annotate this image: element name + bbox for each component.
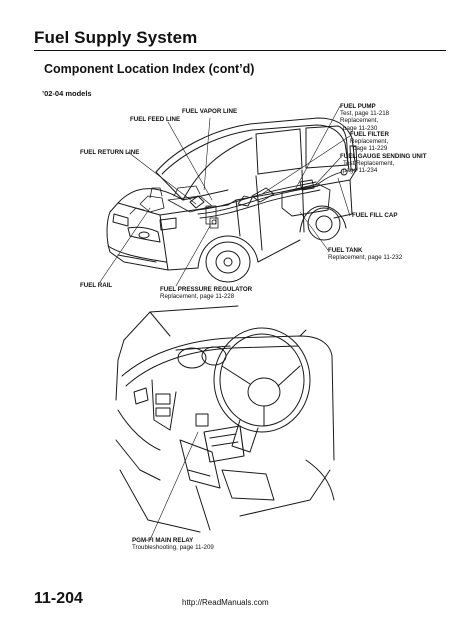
ref-fuel-pump-page: page 11-230 bbox=[343, 124, 378, 132]
label-fuel-rail: FUEL RAIL bbox=[80, 282, 113, 289]
ref-fuel-filter-replacement: Replacement, bbox=[350, 138, 389, 146]
leader-line-relay bbox=[149, 431, 199, 541]
leader-lines-top bbox=[99, 105, 351, 287]
ref-fuel-pump-test: Test, page 11-218 bbox=[340, 110, 390, 118]
callout-fuel-pump: FUEL PUMP Test, page 11-218 Replacement,… bbox=[340, 103, 389, 132]
page-title: Fuel Supply System bbox=[34, 28, 198, 47]
callout-fuel-fill-cap: FUEL FILL CAP bbox=[352, 212, 398, 219]
section-title: Component Location Index (cont’d) bbox=[44, 62, 255, 76]
ref-fuel-pump-replacement: Replacement, bbox=[340, 117, 379, 125]
ref-fuel-tank-replacement: Replacement, page 11-232 bbox=[328, 254, 403, 262]
ref-fuel-filter-page: page 11-229 bbox=[353, 145, 388, 153]
label-pgm-fi-main-relay: PGM-FI MAIN RELAY bbox=[132, 537, 194, 544]
label-fuel-tank: FUEL TANK bbox=[328, 247, 363, 254]
models-label: ’02-04 models bbox=[42, 89, 92, 98]
callout-fuel-filter: FUEL FILTER Replacement, page 11-229 bbox=[350, 131, 389, 153]
label-fuel-gauge-sending-unit: FUEL GAUGE SENDING UNIT bbox=[340, 153, 427, 160]
ref-pgm-fi-main-relay-troubleshooting: Troubleshooting, page 11-209 bbox=[132, 544, 214, 552]
ref-fuel-gauge-page: page 11-234 bbox=[343, 167, 378, 175]
ref-fuel-gauge-test-replacement: Test/Replacement, bbox=[343, 160, 395, 168]
dashboard-drawing bbox=[115, 305, 335, 533]
label-fuel-feed-line: FUEL FEED LINE bbox=[130, 116, 181, 123]
ref-fuel-pressure-regulator-replacement: Replacement, page 11-228 bbox=[160, 293, 235, 301]
callout-fuel-rail: FUEL RAIL bbox=[80, 282, 112, 289]
label-fuel-fill-cap: FUEL FILL CAP bbox=[352, 212, 398, 219]
label-fuel-pressure-regulator: FUEL PRESSURE REGULATOR bbox=[160, 286, 253, 293]
callout-fuel-return-line: FUEL RETURN LINE bbox=[80, 149, 139, 156]
engine-bay-drawing bbox=[129, 185, 219, 229]
footer-url[interactable]: http://ReadManuals.com bbox=[182, 598, 269, 607]
page-number: 11-204 bbox=[34, 590, 83, 607]
callout-pgm-fi-main-relay: PGM-FI MAIN RELAY Troubleshooting, page … bbox=[132, 537, 214, 551]
callout-fuel-gauge-sending-unit: FUEL GAUGE SENDING UNIT Test/Replacement… bbox=[340, 153, 427, 175]
callout-fuel-pressure-regulator: FUEL PRESSURE REGULATOR Replacement, pag… bbox=[160, 286, 252, 300]
callout-fuel-vapor-line: FUEL VAPOR LINE bbox=[182, 108, 237, 115]
title-divider bbox=[34, 50, 446, 51]
callout-fuel-tank: FUEL TANK Replacement, page 11-232 bbox=[328, 247, 402, 261]
callout-fuel-feed-line: FUEL FEED LINE bbox=[130, 116, 180, 123]
label-fuel-pump: FUEL PUMP bbox=[340, 103, 376, 110]
label-fuel-vapor-line: FUEL VAPOR LINE bbox=[182, 108, 238, 115]
label-fuel-filter: FUEL FILTER bbox=[350, 131, 389, 138]
label-fuel-return-line: FUEL RETURN LINE bbox=[80, 149, 140, 156]
